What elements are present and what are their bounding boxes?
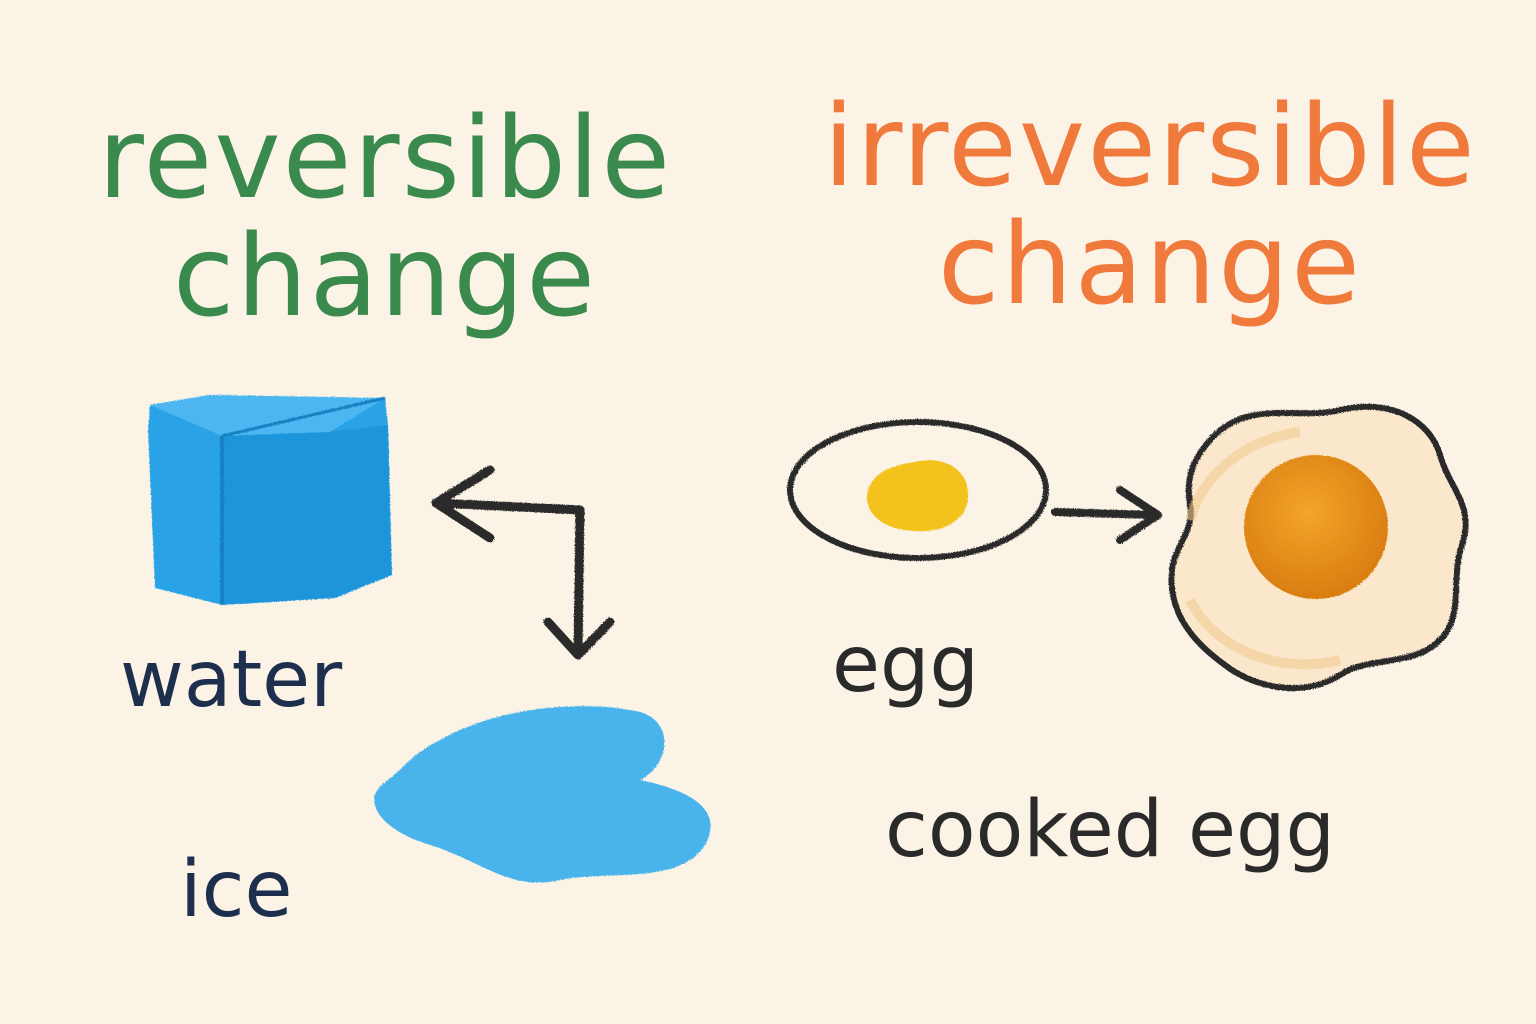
- irreversible-title-line2: change: [937, 200, 1363, 330]
- reversible-title-line1: reversible: [97, 94, 673, 224]
- ice-cube-icon: [148, 395, 392, 605]
- one-way-arrow-icon: [1051, 486, 1162, 544]
- water-puddle-icon: [374, 706, 711, 883]
- reversible-title-line2: change: [172, 212, 598, 342]
- reversible-change-title: reversible change: [40, 100, 730, 336]
- water-label: water: [120, 635, 343, 725]
- raw-egg-icon: [787, 419, 1049, 561]
- irreversible-change-title: irreversible change: [780, 88, 1520, 324]
- egg-label: egg: [832, 620, 980, 710]
- cooked-egg-label: cooked egg: [885, 785, 1336, 875]
- fried-egg-icon: [1168, 403, 1469, 691]
- ice-label: ice: [180, 845, 293, 935]
- irreversible-title-line1: irreversible: [823, 82, 1477, 212]
- two-way-arrow-icon: [431, 465, 615, 660]
